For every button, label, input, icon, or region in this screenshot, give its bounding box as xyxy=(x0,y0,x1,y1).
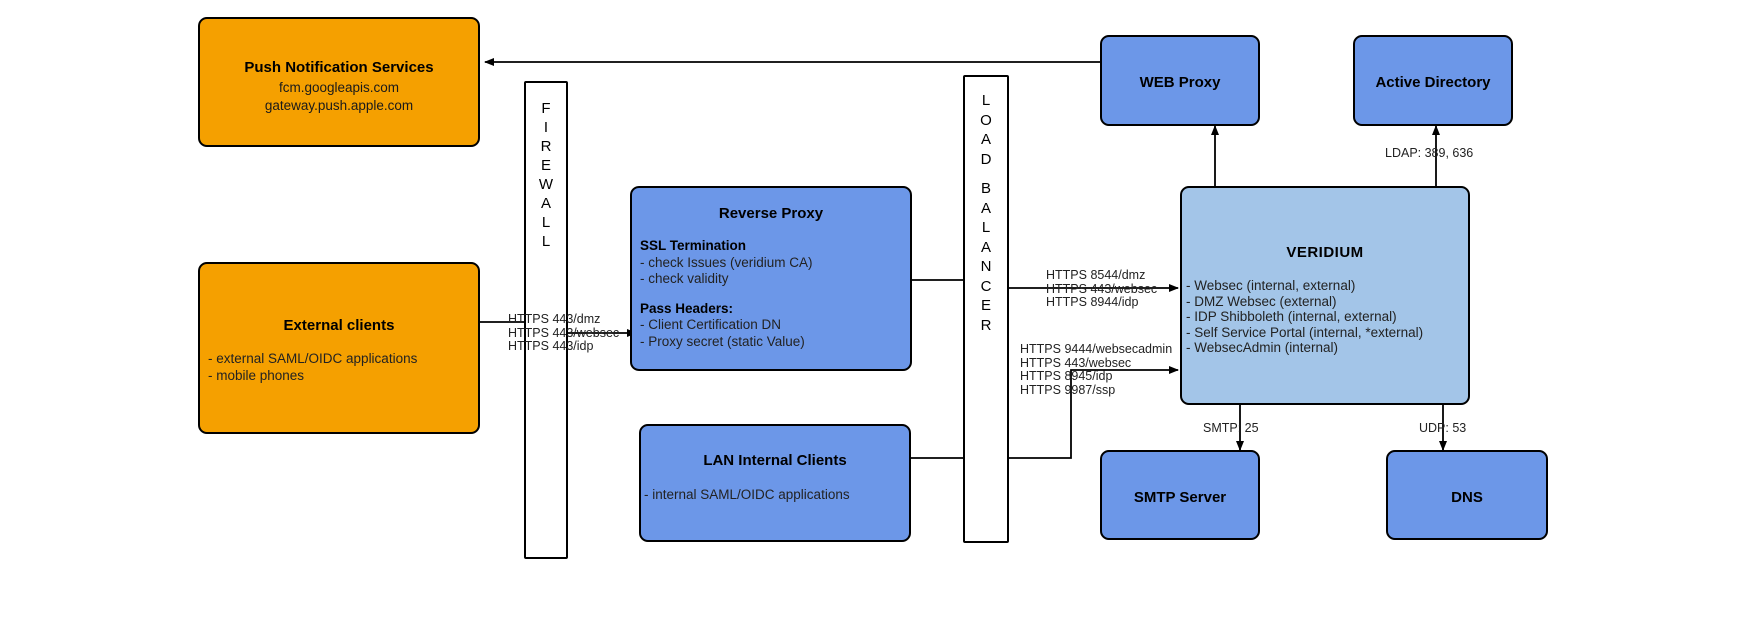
load-balancer-letter-9: N xyxy=(980,258,992,275)
external-clients-title: External clients xyxy=(283,317,395,334)
firewall-letter-6: L xyxy=(541,214,551,231)
veridium-title: VERIDIUM xyxy=(1286,244,1364,261)
label-lb-to-veridium-lower-3: HTTPS 9987/ssp xyxy=(1020,382,1116,397)
reverse-proxy-section1-item-1: - check validity xyxy=(640,271,729,286)
load-balancer-letter-8: A xyxy=(980,238,991,256)
label-lb-to-veridium-upper-0: HTTPS 8544/dmz xyxy=(1046,268,1146,282)
node-reverse-proxy[interactable]: Reverse Proxy SSL Termination - check Is… xyxy=(630,186,912,371)
node-load-balancer[interactable]: L O A D B A L A N C E R xyxy=(963,75,1009,543)
reverse-proxy-section1-item-0: - check Issues (veridium CA) xyxy=(640,254,813,270)
firewall-letter-2: R xyxy=(540,138,552,155)
load-balancer-letter-3: D xyxy=(980,150,992,168)
label-clients-to-firewall-1: HTTPS 443/websec xyxy=(508,325,620,340)
load-balancer-label: L O A D B A L A N C E R xyxy=(965,91,1007,335)
load-balancer-letter-11: E xyxy=(980,297,991,314)
push-notification-line-0: fcm.googleapis.com xyxy=(278,80,400,95)
label-lb-to-veridium-upper-2: HTTPS 8944/idp xyxy=(1046,295,1139,309)
label-clients-to-firewall: HTTPS 443/dmz HTTPS 443/websec HTTPS 443… xyxy=(508,312,620,354)
label-lb-to-veridium-lower-1: HTTPS 443/websec xyxy=(1020,355,1132,370)
firewall-label: F I R E W A L L xyxy=(526,99,566,251)
reverse-proxy-section2-item-0: - Client Certification DN xyxy=(640,317,782,332)
label-clients-to-firewall-2: HTTPS 443/idp xyxy=(508,339,594,353)
label-veridium-to-dns: UDP: 53 xyxy=(1419,421,1467,435)
label-lb-to-veridium-lower: HTTPS 9444/websecadmin HTTPS 443/websec … xyxy=(1020,342,1173,397)
node-veridium[interactable]: VERIDIUM - Websec (internal, external) -… xyxy=(1180,186,1470,405)
reverse-proxy-section1-title: SSL Termination xyxy=(640,238,747,253)
firewall-letter-5: A xyxy=(540,195,551,212)
reverse-proxy-section2-title: Pass Headers: xyxy=(640,300,734,316)
lan-internal-clients-title: LAN Internal Clients xyxy=(703,452,847,469)
reverse-proxy-body: SSL Termination - check Issues (veridium… xyxy=(640,238,813,350)
push-notification-line-1: gateway.push.apple.com xyxy=(264,98,414,113)
node-push-notification-services[interactable]: Push Notification Services fcm.googleapi… xyxy=(198,17,480,147)
label-veridium-to-smtp: SMTP: 25 xyxy=(1203,421,1259,435)
load-balancer-letter-0: L xyxy=(981,92,991,109)
label-lb-to-veridium-upper-1: HTTPS 443/websec xyxy=(1046,281,1158,296)
label-clients-to-firewall-0: HTTPS 443/dmz xyxy=(508,312,601,326)
dns-title: DNS xyxy=(1451,489,1483,506)
load-balancer-letter-4 xyxy=(965,169,1007,179)
lan-internal-clients-item-0: - internal SAML/OIDC applications xyxy=(644,487,850,502)
node-external-clients[interactable]: External clients - external SAML/OIDC ap… xyxy=(198,262,480,434)
load-balancer-letter-6: A xyxy=(980,199,991,217)
veridium-service-list: - Websec (internal, external) - DMZ Webs… xyxy=(1186,278,1423,356)
veridium-service-2: - IDP Shibboleth (internal, external) xyxy=(1186,309,1397,324)
veridium-service-0: - Websec (internal, external) xyxy=(1186,278,1356,293)
node-active-directory[interactable]: Active Directory xyxy=(1353,35,1513,126)
firewall-letter-7: L xyxy=(541,233,551,250)
node-lan-internal-clients[interactable]: LAN Internal Clients - internal SAML/OID… xyxy=(639,424,911,542)
node-firewall[interactable]: F I R E W A L L xyxy=(524,81,568,559)
label-veridium-to-activedirectory: LDAP: 389, 636 xyxy=(1385,146,1474,160)
reverse-proxy-title: Reverse Proxy xyxy=(718,205,824,222)
veridium-service-4: - WebsecAdmin (internal) xyxy=(1186,340,1339,355)
load-balancer-letter-1: O xyxy=(980,111,992,129)
firewall-letter-4: W xyxy=(538,176,554,193)
label-lb-to-veridium-lower-0: HTTPS 9444/websecadmin xyxy=(1020,342,1173,356)
label-lb-to-veridium-lower-2: HTTPS 8945/idp xyxy=(1020,369,1113,383)
lan-internal-clients-list: - internal SAML/OIDC applications xyxy=(644,486,850,503)
reverse-proxy-section2-item-1: - Proxy secret (static Value) xyxy=(640,333,805,349)
node-dns[interactable]: DNS xyxy=(1386,450,1548,540)
external-clients-list: - external SAML/OIDC applications - mobi… xyxy=(208,350,417,384)
firewall-letter-0: F xyxy=(541,100,551,117)
load-balancer-letter-7: L xyxy=(981,219,991,236)
web-proxy-title: WEB Proxy xyxy=(1139,74,1221,91)
load-balancer-letter-2: A xyxy=(980,131,991,148)
push-notification-title: Push Notification Services xyxy=(244,59,434,76)
active-directory-title: Active Directory xyxy=(1375,74,1491,91)
reverse-proxy-spacer xyxy=(640,288,813,301)
external-clients-item-0: - external SAML/OIDC applications xyxy=(208,351,418,366)
firewall-letter-1: I xyxy=(543,119,549,136)
node-smtp-server[interactable]: SMTP Server xyxy=(1100,450,1260,540)
load-balancer-letter-5: B xyxy=(980,180,991,197)
load-balancer-letter-10: C xyxy=(980,277,992,295)
external-clients-item-1: - mobile phones xyxy=(208,368,305,383)
node-web-proxy[interactable]: WEB Proxy xyxy=(1100,35,1260,126)
veridium-service-3: - Self Service Portal (internal, *extern… xyxy=(1186,324,1424,340)
firewall-letter-3: E xyxy=(540,157,551,174)
smtp-server-title: SMTP Server xyxy=(1133,489,1227,506)
load-balancer-letter-12: R xyxy=(980,316,992,334)
veridium-service-1: - DMZ Websec (external) xyxy=(1186,293,1337,309)
label-lb-to-veridium-upper: HTTPS 8544/dmz HTTPS 443/websec HTTPS 89… xyxy=(1046,268,1158,310)
